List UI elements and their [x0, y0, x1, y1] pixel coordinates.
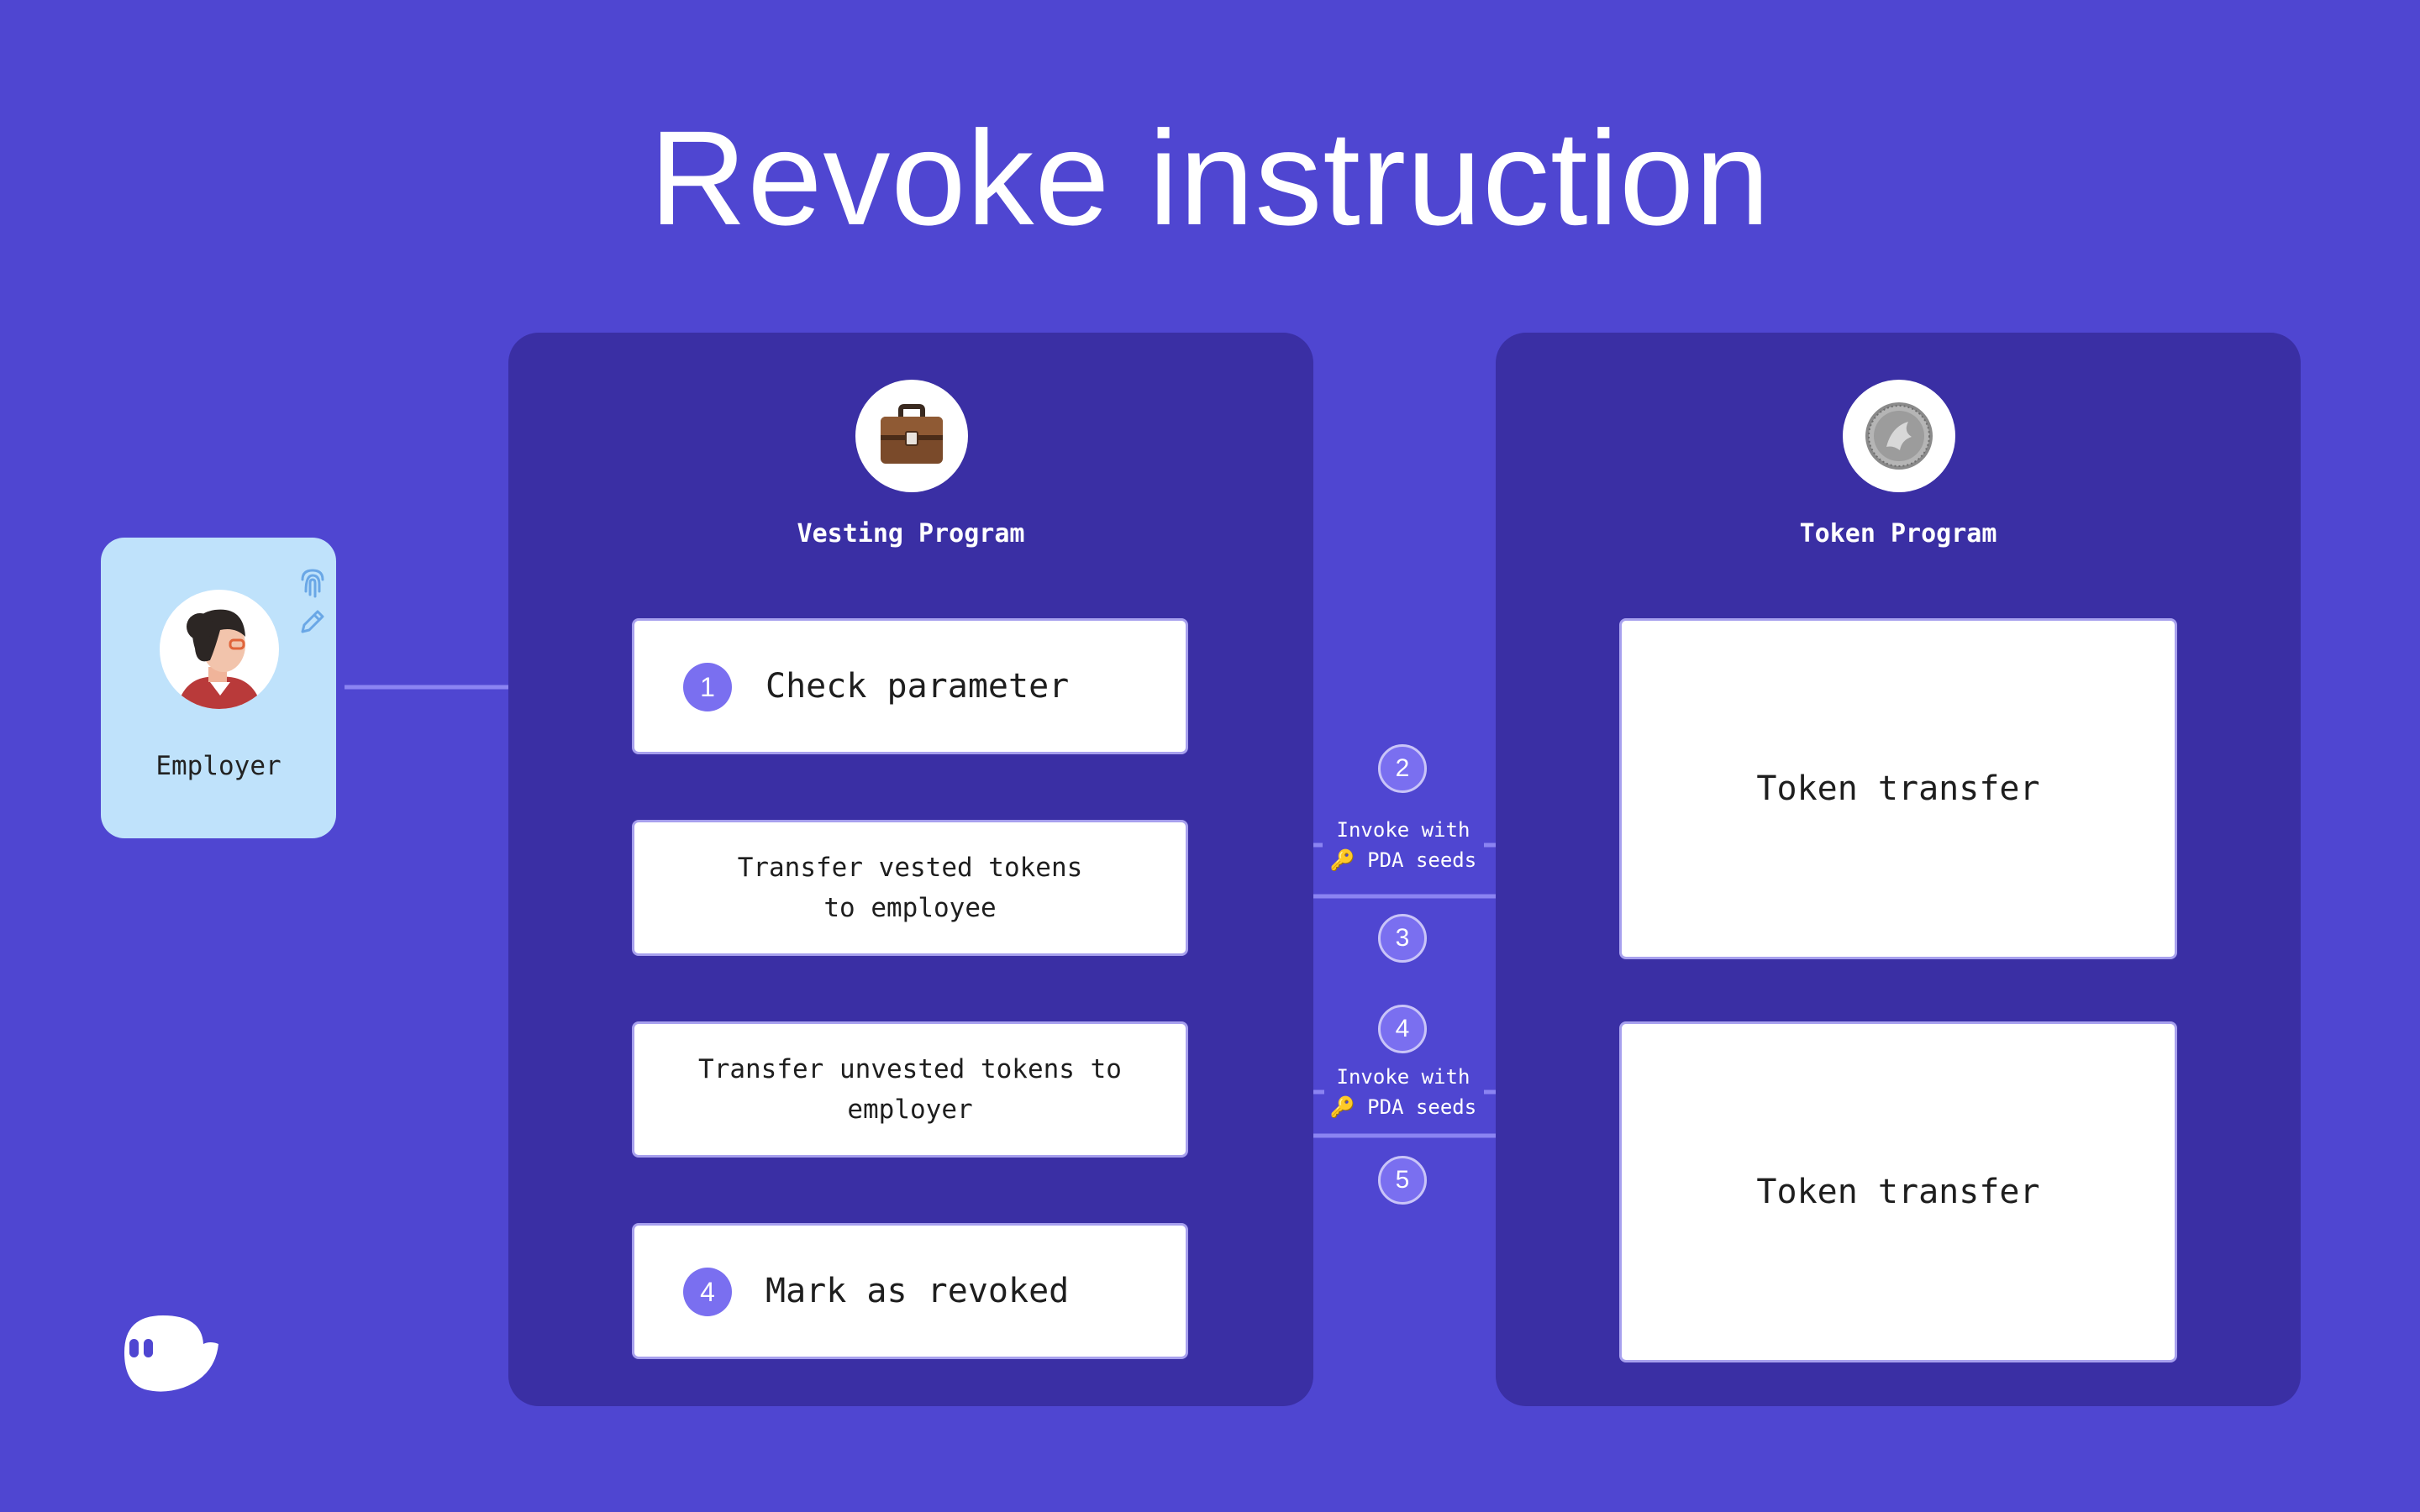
call-number: 3	[1378, 914, 1427, 963]
vesting-program-label: Vesting Program	[797, 519, 1025, 549]
call-number: 4	[1378, 1005, 1427, 1053]
step-label: Mark as revoked	[765, 1272, 1070, 1310]
page-title: Revoke instruction	[649, 102, 1771, 253]
invoke-label: Invoke with 🔑 PDA seeds	[1319, 815, 1487, 875]
briefcase-icon	[855, 380, 968, 492]
ghost-logo-icon	[116, 1310, 220, 1398]
step-number: 1	[683, 663, 732, 711]
call-number: 2	[1378, 744, 1427, 793]
invoke-line: Invoke with	[1336, 1065, 1470, 1089]
step-check-parameter[interactable]: 1 Check parameter	[632, 618, 1188, 754]
pencil-icon	[296, 605, 329, 638]
token-transfer-box[interactable]: Token transfer	[1619, 618, 2177, 959]
step-transfer-vested[interactable]: Transfer vested tokens to employee	[632, 820, 1188, 956]
employer-card[interactable]: Employer	[101, 538, 336, 838]
coin-icon	[1843, 380, 1955, 492]
step-mark-revoked[interactable]: 4 Mark as revoked	[632, 1223, 1188, 1359]
employer-label: Employer	[155, 751, 281, 781]
step-transfer-unvested[interactable]: Transfer unvested tokens to employer	[632, 1021, 1188, 1158]
step-label-line: to employee	[823, 893, 997, 923]
step-label-line: Transfer unvested tokens to	[698, 1054, 1122, 1084]
step-label-line: Transfer vested tokens	[737, 853, 1083, 883]
call-number: 5	[1378, 1156, 1427, 1205]
step-label-line: employer	[847, 1095, 973, 1125]
step-number: 4	[683, 1268, 732, 1316]
employer-avatar	[160, 590, 279, 709]
invoke-line: 🔑 PDA seeds	[1329, 848, 1477, 872]
token-program-label: Token Program	[1799, 519, 1997, 549]
invoke-line: Invoke with	[1336, 818, 1470, 842]
fingerprint-icon	[296, 566, 329, 600]
invoke-line: 🔑 PDA seeds	[1329, 1095, 1477, 1119]
step-label: Check parameter	[765, 667, 1070, 706]
invoke-label: Invoke with 🔑 PDA seeds	[1319, 1062, 1487, 1122]
token-transfer-box[interactable]: Token transfer	[1619, 1021, 2177, 1362]
